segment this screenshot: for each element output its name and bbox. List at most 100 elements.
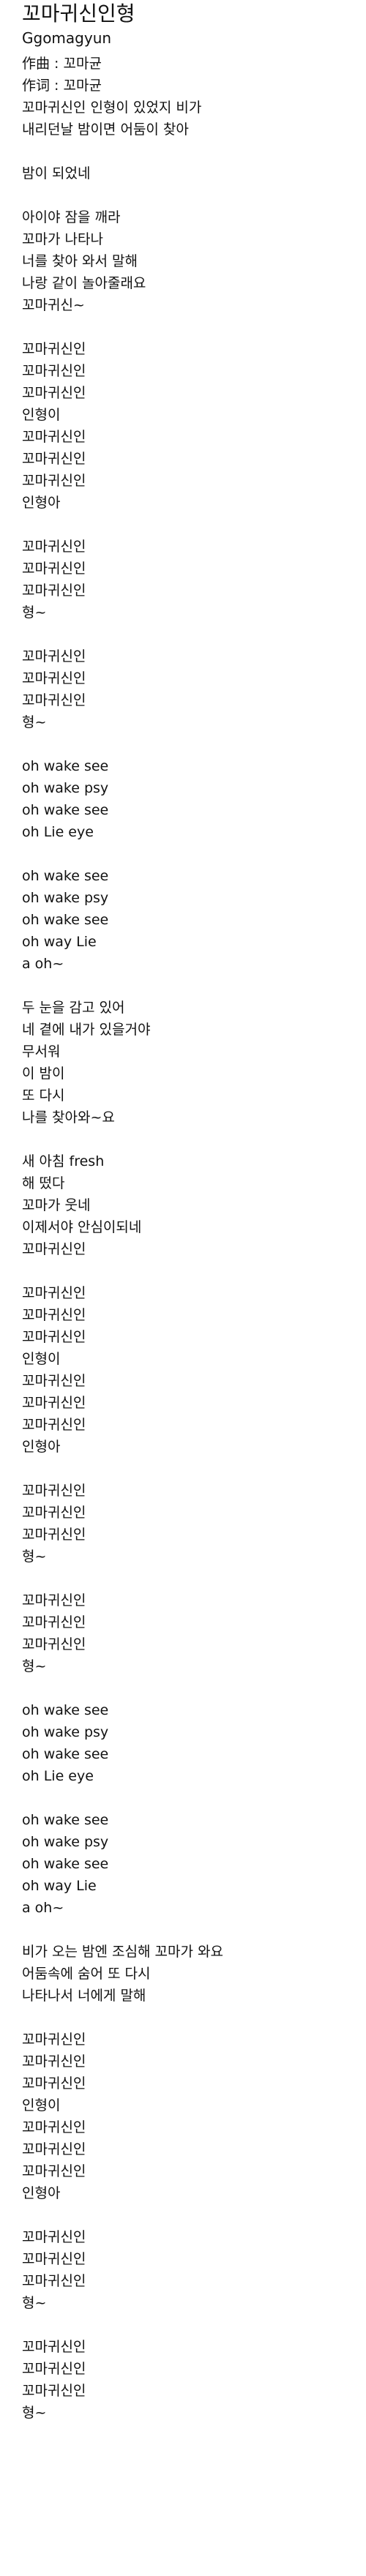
lyric-line: oh wake see	[22, 1746, 109, 1762]
lyric-line: 꼬마귀신인	[22, 2273, 86, 2289]
lyric-line: 꼬마귀신인	[22, 1241, 86, 1257]
lyric-line: 꼬마귀신인	[22, 1527, 86, 1543]
lyric-line: 형~	[22, 1549, 47, 1565]
lyric-line: 꼬마귀신인	[22, 692, 86, 708]
lyric-line: 형~	[22, 2295, 47, 2311]
lyric-line: 새 아침 fresh	[22, 1153, 105, 1169]
lyric-line: 꼬마귀신인	[22, 2251, 86, 2267]
lyric-line: oh wake see	[22, 802, 109, 818]
lyric-line: 꼬마귀신인	[22, 2229, 86, 2245]
lyric-line: 인형아	[22, 1439, 61, 1455]
lyric-line: 무서워	[22, 1044, 61, 1060]
lyric-line: 형~	[22, 2405, 47, 2421]
lyric-line: 너를 찾아 와서 말해	[22, 253, 138, 269]
lyric-line: 꼬마귀신인	[22, 1483, 86, 1499]
lyric-line: 이 밤이	[22, 1066, 65, 1082]
lyric-line: oh wake see	[22, 758, 109, 774]
lyric-line: 아이야 잠을 깨라	[22, 209, 121, 225]
lyric-line: 꼬마귀신~	[22, 297, 85, 313]
lyric-line: 나랑 같이 놀아줄래요	[22, 275, 146, 291]
lyric-line: a oh~	[22, 956, 64, 972]
lyric-line: oh wake see	[22, 912, 109, 928]
lyric-line: 꼬마귀신인	[22, 2075, 86, 2092]
lyric-line: 꼬마귀신인	[22, 1307, 86, 1323]
lyric-line: 형~	[22, 1658, 47, 1674]
lyric-stanza: 밤이 되었네	[22, 162, 366, 184]
lyric-line: 밤이 되었네	[22, 165, 91, 181]
lyric-line: oh wake see	[22, 868, 109, 884]
lyric-line: oh wake psy	[22, 780, 109, 796]
lyric-line: oh way Lie	[22, 1878, 97, 1894]
composer-credit: 作曲 : 꼬마균	[22, 53, 366, 75]
composer-label: 作曲 :	[22, 56, 64, 72]
lyric-line: 꼬마귀신인	[22, 2141, 86, 2157]
lyric-line: oh Lie eye	[22, 824, 94, 840]
lyric-line: 꼬마귀신인	[22, 2339, 86, 2355]
lyric-line: 꼬마귀신인	[22, 561, 86, 577]
lyricist-label: 作词 :	[22, 78, 64, 94]
lyric-line: 꼬마귀신인	[22, 539, 86, 555]
lyric-line: 꼬마귀신인	[22, 2383, 86, 2399]
lyric-line: 인형이	[22, 407, 61, 423]
lyric-line: 내리던날 밤이면 어둠이 찾아	[22, 121, 189, 138]
lyric-line: 꼬마귀신인	[22, 2163, 86, 2179]
lyric-line: 꼬마귀신인	[22, 583, 86, 599]
lyric-line: 이제서야 안심이되네	[22, 1219, 142, 1235]
lyric-line: 꼬마귀신인	[22, 670, 86, 686]
lyric-line: 인형이	[22, 2097, 61, 2113]
lyric-line: 꼬마귀신인	[22, 385, 86, 401]
lyric-line: 두 눈을 감고 있어	[22, 1000, 125, 1016]
lyric-line: 꼬마가 나타나	[22, 231, 103, 247]
composer-name: 꼬마균	[63, 56, 102, 72]
lyric-line: 꼬마귀신인	[22, 1636, 86, 1652]
lyric-line: 꼬마귀신인	[22, 1417, 86, 1433]
lyric-line: oh Lie eye	[22, 1768, 94, 1784]
lyric-line: 꼬마가 웃네	[22, 1197, 91, 1213]
lyric-line: 꼬마귀신인	[22, 451, 86, 467]
artist-name: Ggomagyun	[22, 29, 112, 47]
lyric-line: oh wake see	[22, 1856, 109, 1872]
lyric-line: 꼬마귀신인	[22, 1592, 86, 1609]
lyricist-name: 꼬마균	[63, 78, 102, 94]
lyric-line: 꼬마귀신인	[22, 2053, 86, 2070]
lyric-line: 형~	[22, 714, 47, 730]
lyric-line: a oh~	[22, 1900, 64, 1916]
lyric-line: oh wake psy	[22, 890, 109, 906]
lyric-line: 나를 찾아와~요	[22, 1109, 115, 1126]
lyric-line: 꼬마귀신인	[22, 429, 86, 445]
lyric-stanza: oh wake see oh wake psy oh wake see oh Lie …	[22, 755, 366, 843]
lyric-line: 나타나서 너에게 말해	[22, 1988, 146, 2004]
lyric-line: 인형이	[22, 1351, 61, 1367]
lyric-line: 꼬마귀신인	[22, 1285, 86, 1301]
lyric-line: 형~	[22, 604, 47, 621]
lyric-line: 꼬마귀신인	[22, 1505, 86, 1521]
lyric-line: 꼬마귀신인 인형이 있었지 비가	[22, 100, 202, 116]
lyric-line: 꼬마귀신인	[22, 1373, 86, 1389]
lyric-line: 인형아	[22, 495, 61, 511]
lyric-line: 해 떴다	[22, 1175, 65, 1191]
lyric-line: oh wake see	[22, 1812, 109, 1828]
song-title: 꼬마귀신인형	[22, 1, 135, 26]
lyric-line: 인형아	[22, 2185, 61, 2201]
lyricist-credit: 作词 : 꼬마균	[22, 75, 366, 97]
lyric-line: 꼬마귀신인	[22, 2361, 86, 2377]
lyric-line: 비가 오는 밤엔 조심해 꼬마가 와요	[22, 1944, 223, 1960]
lyric-line: oh wake psy	[22, 1724, 109, 1740]
lyric-line: 또 다시	[22, 1087, 65, 1104]
lyric-line: 꼬마귀신인	[22, 648, 86, 664]
